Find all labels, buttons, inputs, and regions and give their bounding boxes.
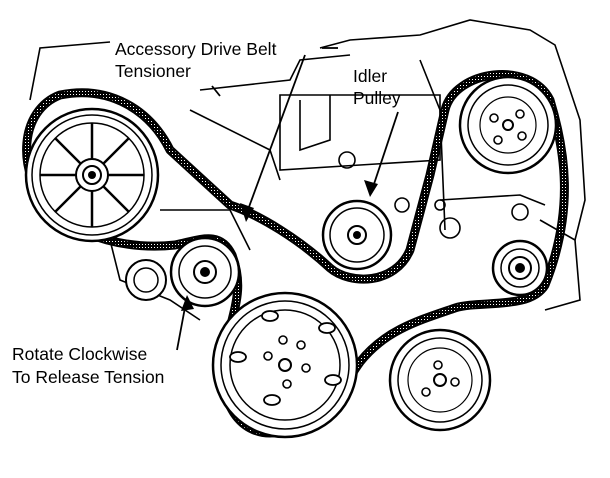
large-spoked-pulley <box>24 107 160 243</box>
callout-arrowheads <box>181 180 378 311</box>
rotate-clockwise-label: Rotate Clockwise <box>12 344 147 364</box>
pulley-label: Pulley <box>353 88 401 108</box>
tensioner-label: Tensioner <box>115 61 191 81</box>
lower-right-pulley <box>388 328 492 432</box>
engine-block-outline <box>29 19 586 321</box>
upper-right-pulley <box>458 75 558 175</box>
accessory-drive-belt <box>22 70 569 438</box>
engine-bolt-holes <box>338 151 529 239</box>
crankshaft-pulley <box>211 291 359 439</box>
belt-tensioner-pulley <box>169 236 241 308</box>
idler-label: Idler <box>353 66 387 86</box>
small-left-pulley <box>125 259 167 301</box>
idler-pulley <box>321 199 393 271</box>
accessory-drive-belt-label: Accessory Drive Belt <box>115 39 277 59</box>
callout-leader-lines <box>176 47 399 351</box>
right-small-pulley <box>491 239 549 297</box>
release-tension-label: To Release Tension <box>12 367 164 387</box>
